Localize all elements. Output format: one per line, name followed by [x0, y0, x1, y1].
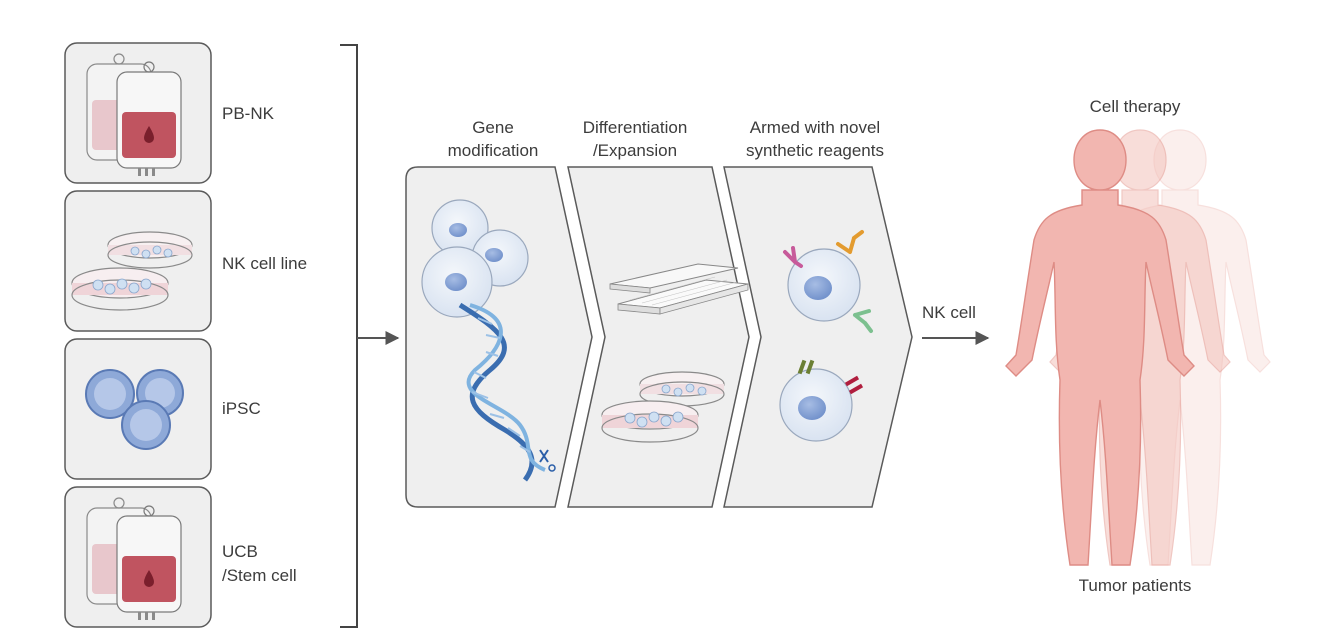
cell-therapy-label: Cell therapy: [1089, 97, 1181, 116]
sources-bracket: [340, 44, 358, 628]
source-label-nk-cell-line: NK cell line: [222, 254, 308, 273]
source-panel-ucb: [64, 486, 212, 628]
step-label-gene-line1: Gene: [472, 118, 514, 137]
nk-cell-label: NK cell: [922, 303, 976, 322]
step-label-diff-line1: Differentiation: [582, 118, 688, 137]
step-label-gene-line2: modification: [447, 141, 539, 160]
source-label-pb-nk: PB-NK: [222, 104, 274, 123]
well-plate-icon: [601, 263, 749, 443]
source-panel-nk-cell-line: [64, 190, 212, 332]
tumor-patients-label: Tumor patients: [1078, 576, 1192, 595]
source-panel-ipsc: [64, 338, 212, 480]
step-panel-armed: [723, 166, 913, 508]
step-label-diff-line2: /Expansion: [592, 141, 678, 160]
source-panel-pb-nk: [64, 42, 212, 184]
petri-dish-icon: [71, 231, 193, 311]
patient-figures: [1005, 129, 1271, 566]
stem-cells-icon: [85, 369, 184, 450]
blood-bag-icon: [86, 53, 182, 176]
blood-bag-icon: [86, 497, 182, 620]
source-label-stem-cell: /Stem cell: [222, 566, 297, 585]
step-label-armed-line1: Armed with novel: [749, 118, 881, 137]
dna-scissors-icon: [421, 199, 556, 482]
armed-cell-icon: [779, 230, 873, 442]
step-label-armed-line2: synthetic reagents: [746, 141, 884, 160]
source-label-ipsc: iPSC: [222, 399, 261, 418]
source-label-ucb: UCB: [222, 542, 258, 561]
step-panel-differentiation: [567, 166, 750, 508]
